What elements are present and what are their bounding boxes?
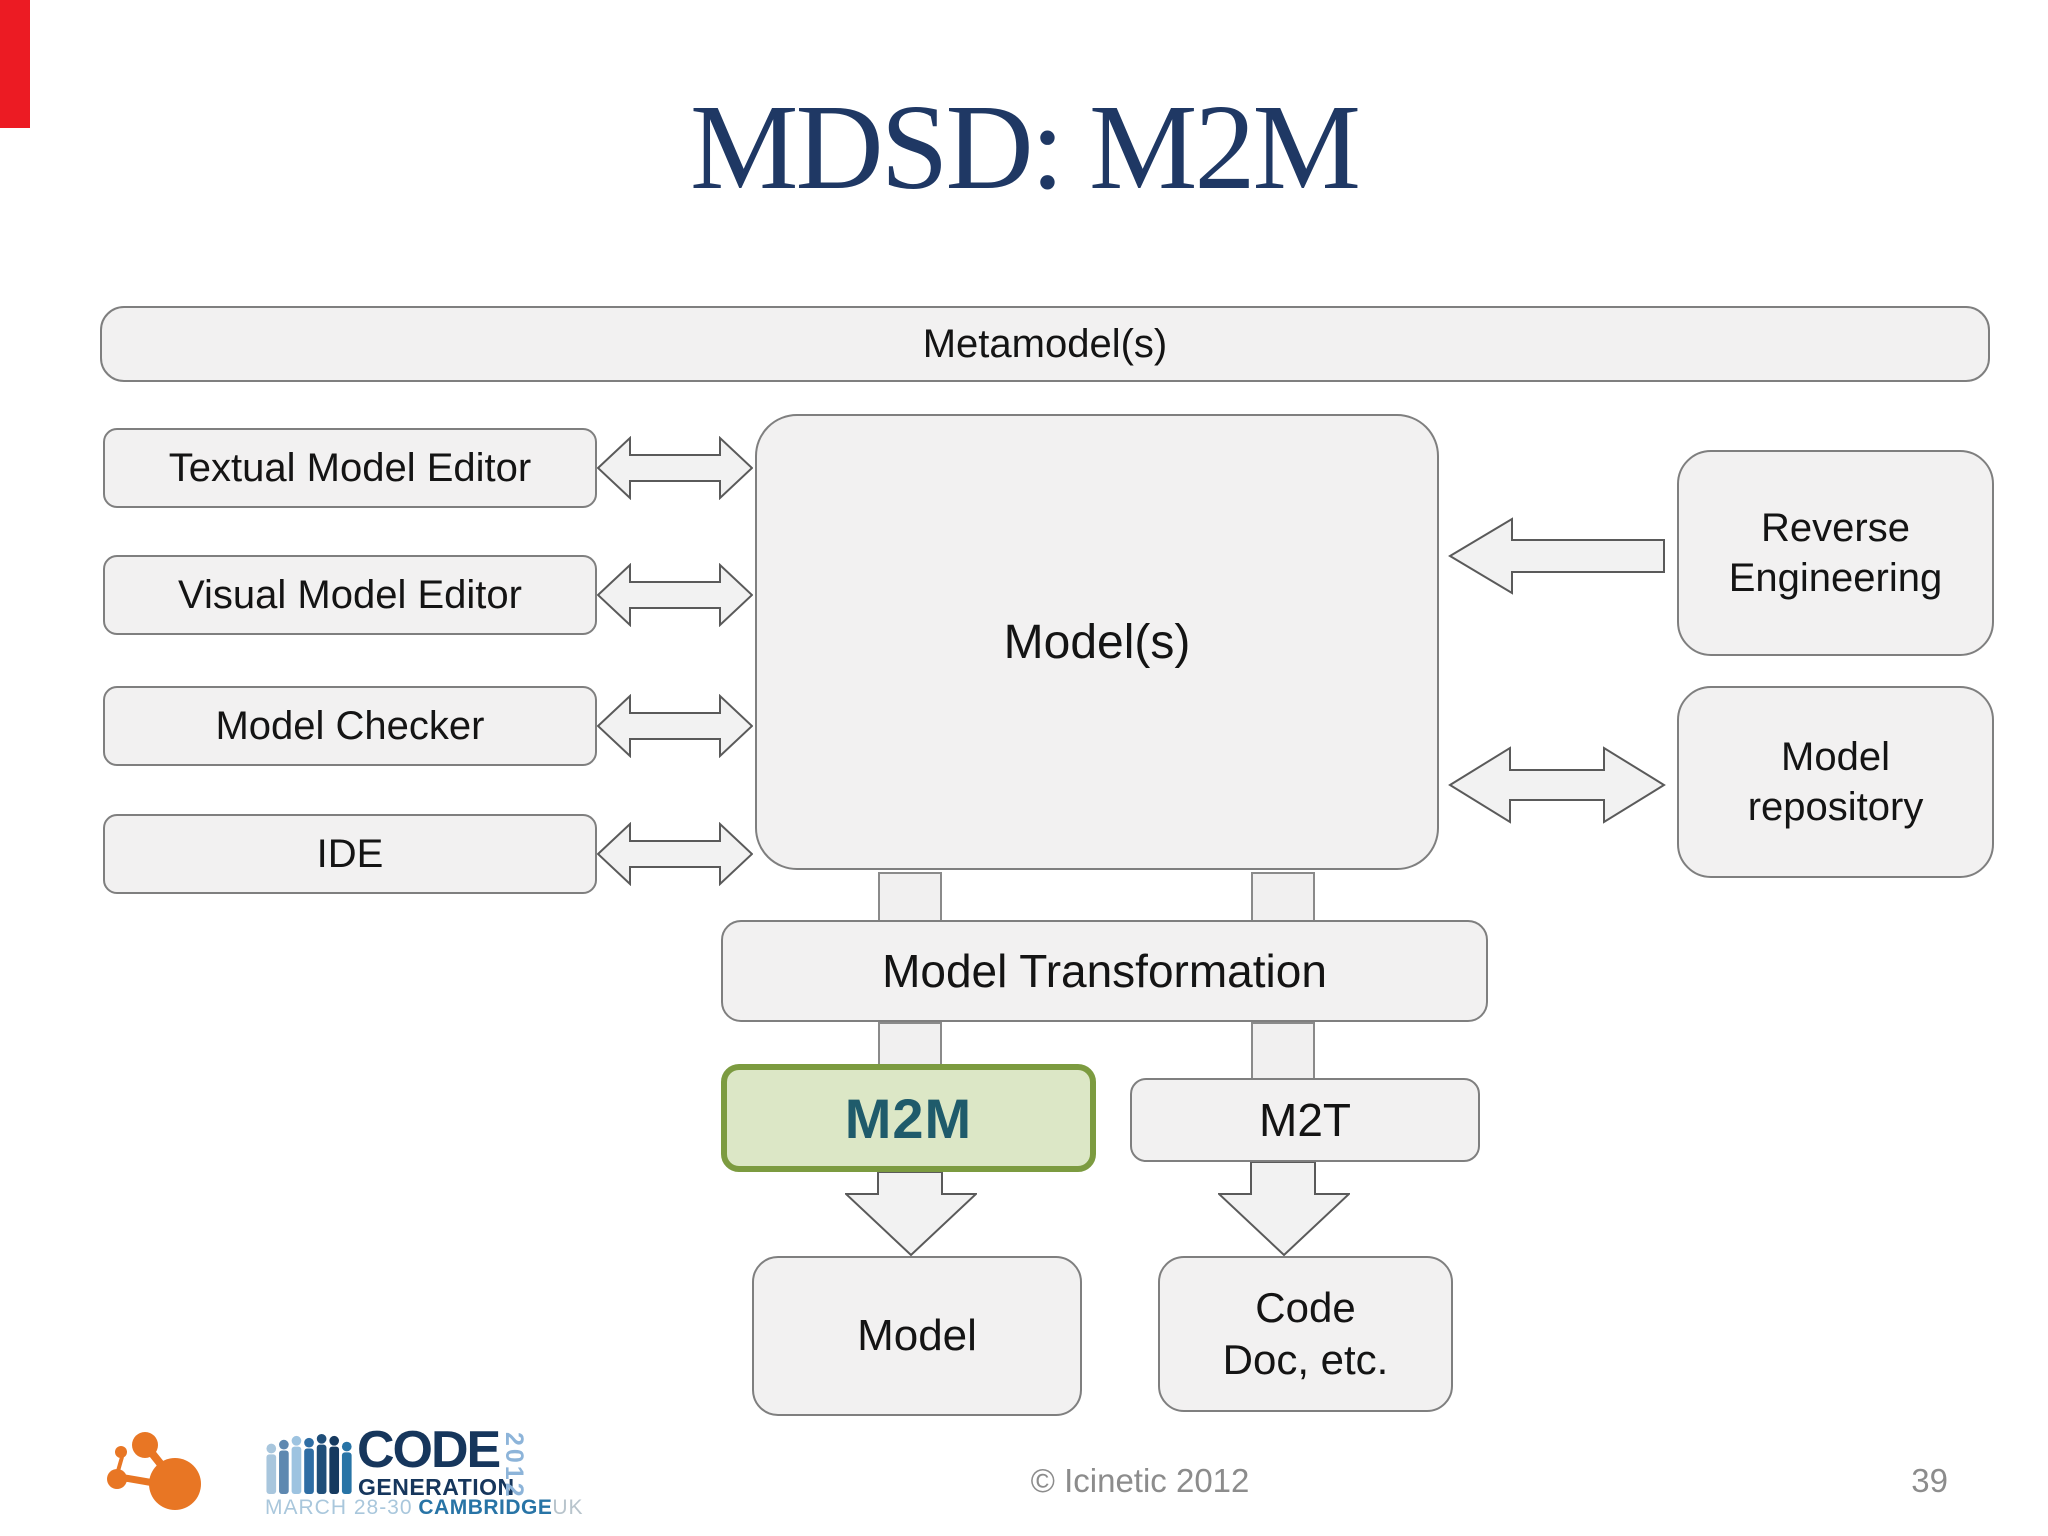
page-number: 39 (1911, 1462, 1948, 1499)
double-arrow-icon (597, 694, 753, 758)
model-repository-box: Model repository (1677, 686, 1994, 878)
left-tool-box: Visual Model Editor (103, 555, 597, 635)
double-arrow-icon (597, 563, 753, 627)
left-tool-label: Model Checker (215, 703, 485, 748)
model-repository-label: Model repository (1747, 735, 1924, 829)
left-tool-row: Model Checker (103, 686, 763, 766)
reverse-engineering-box: Reverse Engineering (1677, 450, 1994, 656)
left-tool-box: IDE (103, 814, 597, 894)
slide-accent-bar (0, 0, 30, 128)
logo-dates-text: MARCH 28-30 (265, 1496, 413, 1519)
left-tool-box: Textual Model Editor (103, 428, 597, 508)
logo-city-text: CAMBRIDGE (418, 1496, 553, 1519)
left-tool-box: Model Checker (103, 686, 597, 766)
output-code-line: Doc, etc. (1222, 1336, 1389, 1383)
page-title: MDSD: M2M (690, 80, 1361, 215)
double-arrow-icon (597, 822, 753, 886)
metamodel-box: Metamodel(s) (100, 306, 1990, 382)
copyright-text: © Icinetic 2012 (1030, 1462, 1250, 1499)
connector-shaft (1251, 872, 1315, 922)
people-silhouettes-icon (266, 1434, 352, 1494)
left-arrow-icon (1448, 517, 1665, 595)
double-arrow-icon (597, 436, 753, 500)
m2m-box: M2M (721, 1064, 1096, 1172)
icinetic-molecule-logo-icon (107, 1432, 201, 1510)
m2t-label: M2T (1259, 1094, 1351, 1146)
connector-shaft (1251, 1022, 1315, 1080)
logo-generation-text: GENERATION (358, 1474, 515, 1500)
models-label: Model(s) (1003, 615, 1191, 669)
logo-code-text: CODE (357, 1421, 501, 1479)
left-tool-label: Visual Model Editor (178, 572, 522, 617)
code-generation-logo: CODE GENERATION 2012 MARCH 28-30 CAMBRID… (263, 1424, 583, 1522)
metamodel-label: Metamodel(s) (922, 321, 1168, 366)
down-arrow-icon (845, 1172, 977, 1256)
m2t-box: M2T (1130, 1078, 1480, 1162)
down-arrow-icon (1218, 1162, 1350, 1256)
logo-year-text: 2012 (500, 1432, 528, 1500)
left-tool-row: Textual Model Editor (103, 428, 763, 508)
left-tool-row: IDE (103, 814, 763, 894)
output-model-box: Model (752, 1256, 1082, 1416)
left-tool-label: Textual Model Editor (168, 445, 532, 490)
logo-event-details: MARCH 28-30 CAMBRIDGEUK (265, 1496, 584, 1520)
output-code-box: Code Doc, etc. (1158, 1256, 1453, 1412)
m2m-label: M2M (844, 1086, 973, 1150)
models-box: Model(s) (755, 414, 1439, 870)
logo-country-text: UK (552, 1496, 584, 1519)
output-code-line: Code (1255, 1283, 1356, 1331)
connector-shaft (878, 1022, 942, 1066)
model-transformation-box: Model Transformation (721, 920, 1488, 1022)
double-arrow-icon (1448, 746, 1666, 824)
reverse-engineering-label: Reverse Engineering (1728, 506, 1943, 600)
left-tool-row: Visual Model Editor (103, 555, 763, 635)
connector-shaft (878, 872, 942, 922)
model-transformation-label: Model Transformation (882, 945, 1327, 997)
left-tool-label: IDE (316, 831, 384, 876)
output-model-label: Model (857, 1311, 977, 1360)
